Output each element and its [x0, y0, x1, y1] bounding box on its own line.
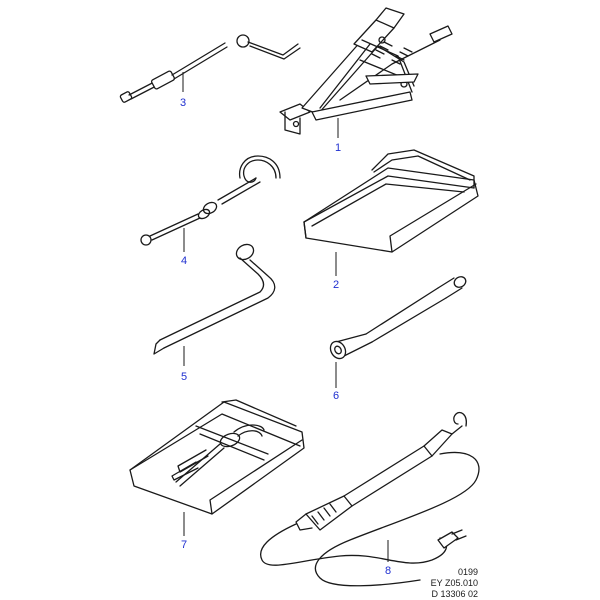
- callout-3: 3: [180, 97, 186, 109]
- tow-hook-chain: [140, 155, 281, 246]
- reference-code-line-2: EY Z05.010: [431, 578, 478, 588]
- callout-8: 8: [385, 565, 391, 577]
- reference-code-line-3: D 13306 02: [431, 589, 478, 599]
- callout-7: 7: [181, 539, 187, 551]
- callout-6: 6: [333, 390, 339, 402]
- wheel-brace: [153, 243, 276, 355]
- reference-code-line-1: 0199: [458, 567, 478, 577]
- callout-4: 4: [181, 255, 187, 267]
- tool-kit-roll: [129, 399, 305, 515]
- callout-2: 2: [333, 279, 339, 291]
- tool-pouch: [303, 149, 479, 253]
- callout-1: 1: [335, 142, 341, 154]
- jack-crank-handle: [119, 34, 301, 103]
- inspection-lamp: [260, 411, 480, 587]
- callout-5: 5: [181, 371, 187, 383]
- socket-extension: [329, 276, 467, 360]
- scissor-jack: [279, 7, 453, 135]
